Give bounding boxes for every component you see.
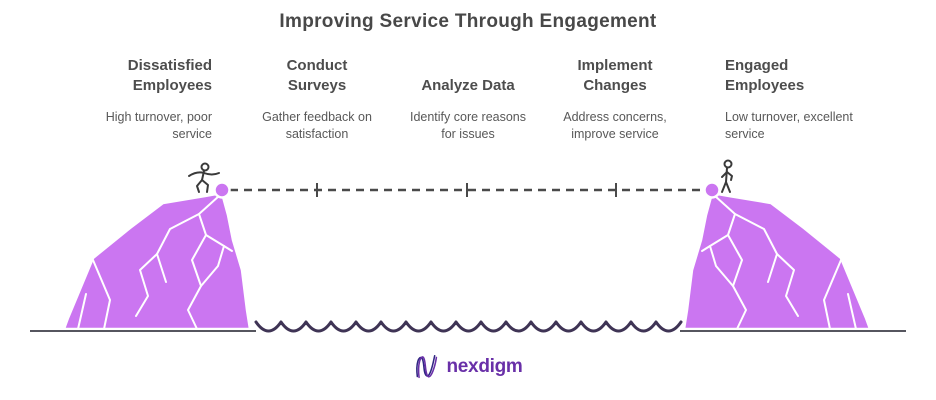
stage-heading: Engaged Employees [725,56,805,94]
stage-analyze-data: Analyze Data Identify core reasons for i… [388,52,548,142]
nexdigm-logo-mark-icon [416,354,438,379]
stage-description: Address concerns, improve service [563,110,667,141]
tightrope-walker-icon [188,162,220,193]
nexdigm-logo: nexdigm [402,348,534,386]
stage-heading: Implement Changes [577,56,653,94]
nexdigm-logo-text: nexdigm [446,356,523,377]
stage-description: Identify core reasons for issues [409,110,527,141]
water-wave-line [254,320,683,333]
left-cliff-facets [77,195,233,330]
right-cliff-facets [701,195,857,330]
stage-dissatisfied-employees: Dissatisfied Employees High turnover, po… [52,52,212,142]
stage-heading: Conduct Surveys [286,56,348,94]
left-cliff-shape [62,191,252,331]
end-node [703,181,721,199]
stage-implement-changes: Implement Changes Address concerns, impr… [535,52,695,142]
stage-description: Gather feedback on satisfaction [262,110,372,141]
stage-conduct-surveys: Conduct Surveys Gather feedback on satis… [237,52,397,142]
stage-description: High turnover, poor service [105,110,212,141]
standing-person-icon [721,159,733,193]
start-node [213,181,231,199]
stage-engaged-employees: Engaged Employees Low turnover, excellen… [725,52,875,142]
page-title: Improving Service Through Engagement [279,11,657,32]
stage-heading: Analyze Data [421,76,515,94]
stage-heading: Dissatisfied Employees [127,56,212,94]
stage-description: Low turnover, excellent service [725,110,853,141]
right-cliff-shape [682,191,872,331]
